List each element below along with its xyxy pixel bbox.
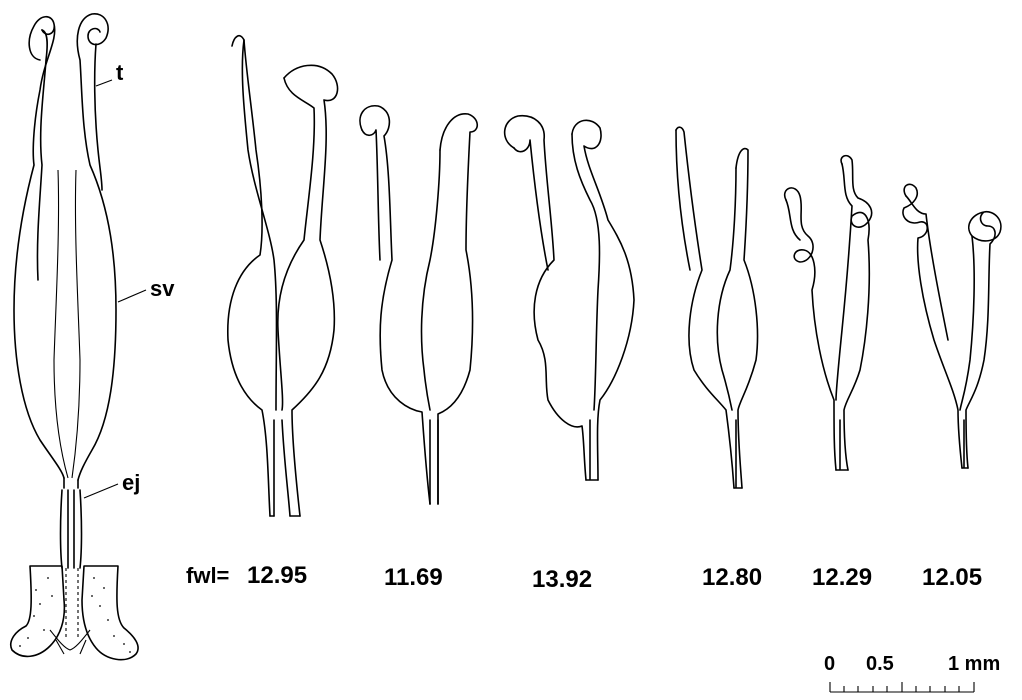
reference-right-testis [77,14,116,480]
specimen-6-outline [903,184,1001,468]
specimen-3-outline [505,116,634,480]
specimen-5-fwl: 12.29 [812,564,872,591]
label-t: t [116,60,124,85]
pointer-line-t [96,80,112,86]
reference-left-duct [54,170,68,478]
reference-genital-capsule [11,566,138,660]
specimen-2-outline [360,106,477,504]
scale-tick-label-0.5: 0.5 [866,653,894,675]
specimen-6-fwl: 12.05 [922,564,982,591]
specimen-4-fwl: 12.80 [702,564,762,591]
specimen-1-fwl: 12.95 [247,562,307,589]
reference-ejaculatory-duct [61,490,82,568]
pointer-line-sv [118,290,146,302]
scale-bar: 0 0.5 1 mm [824,653,1000,692]
pointer-line-ej [84,484,118,498]
fwl-prefix: fwl= [186,563,229,588]
specimen-5-outline [785,156,872,470]
label-ej: ej [122,470,140,495]
scale-tick-label-0: 0 [824,653,835,675]
specimen-4-outline [676,127,758,488]
specimen-2-fwl: 11.69 [384,564,443,591]
specimen-3-fwl: 13.92 [532,566,592,593]
reference-specimen: t sv ej [11,14,175,660]
specimen-1-outline [228,36,338,516]
scale-tick-label-1mm: 1 mm [948,653,1000,675]
label-sv: sv [150,276,175,301]
